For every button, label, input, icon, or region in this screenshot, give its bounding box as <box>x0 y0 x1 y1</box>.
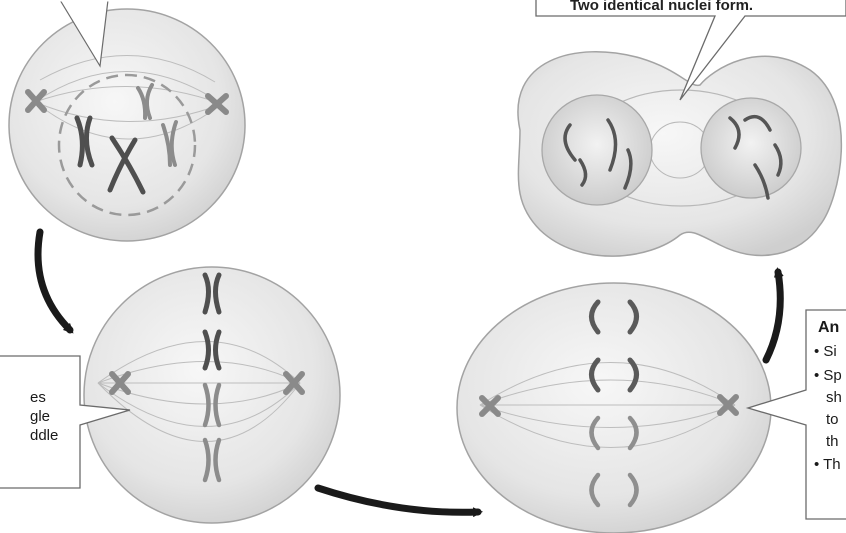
anaphase-cell <box>457 283 771 533</box>
anaphase-bullet-2-cont-1: sh <box>826 388 842 407</box>
anaphase-bullet-2-cont-3: th <box>826 432 839 451</box>
prophase-cell <box>9 9 245 241</box>
daughter-nucleus-right <box>701 98 801 198</box>
daughter-nucleus-left <box>542 95 652 205</box>
metaphase-callout-line-3: ddle <box>30 426 58 445</box>
metaphase-callout-line-2: gle <box>30 407 50 426</box>
arrow-prophase-to-metaphase <box>38 232 70 330</box>
telophase-cell <box>518 52 841 256</box>
anaphase-bullet-1: • Si <box>814 342 837 361</box>
metaphase-callout-line-1: es <box>30 388 46 407</box>
metaphase-cell <box>84 267 340 523</box>
arrow-anaphase-to-telophase <box>766 272 780 360</box>
anaphase-bullet-2: • Sp <box>814 366 842 385</box>
arrow-metaphase-to-anaphase <box>318 488 478 512</box>
anaphase-bullet-2-cont-2: to <box>826 410 839 429</box>
anaphase-bullet-3: • Th <box>814 455 841 474</box>
telophase-callout-text: Two identical nuclei form. <box>570 0 753 14</box>
anaphase-callout-title: An <box>818 318 839 337</box>
